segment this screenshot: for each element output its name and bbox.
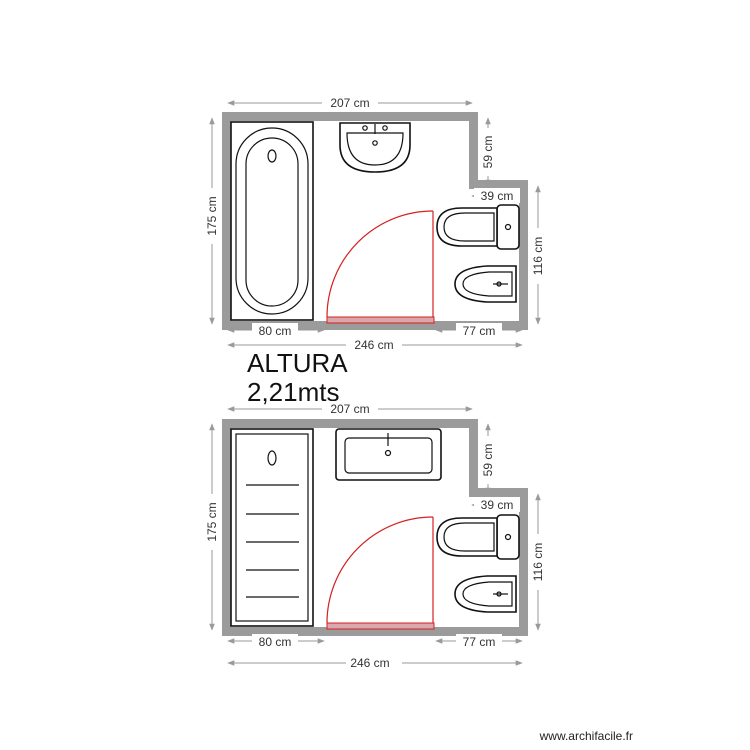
dim-notch-width: 39 cm: [481, 498, 514, 512]
site-credit[interactable]: www.archifacile.fr: [539, 729, 633, 743]
dim-overall-width: 246 cm: [354, 338, 393, 352]
dim-right-height: 116 cm: [531, 543, 545, 581]
dimension-labels: 207 cm 175 cm 59 cm 39 cm 116 cm 80 cm 7…: [204, 95, 546, 353]
bidet: [454, 265, 517, 303]
height-note-title: ALTURA: [247, 348, 348, 378]
dim-top-width: 207 cm: [330, 402, 369, 416]
height-note: ALTURA 2,21mts: [247, 348, 348, 407]
dim-right-height: 116 cm: [531, 237, 545, 275]
shower-tray: [230, 428, 314, 627]
dim-bottom-right: 77 cm: [463, 635, 496, 649]
dim-notch-width: 39 cm: [481, 189, 514, 203]
dim-top-width: 207 cm: [330, 96, 369, 110]
plan-with-shower: 207 cm 175 cm 59 cm 39 cm 116 cm 80 cm 7…: [204, 401, 546, 671]
washbasin: [339, 122, 411, 173]
dim-left-height: 175 cm: [205, 502, 219, 541]
dim-overall-width: 246 cm: [350, 656, 389, 670]
door-threshold: [326, 622, 435, 630]
bidet: [454, 575, 517, 613]
door-swing-arc: [326, 210, 434, 318]
door-threshold: [326, 316, 435, 324]
dim-notch-height: 59 cm: [481, 136, 495, 169]
toilet: [436, 204, 520, 250]
dimension-labels: 207 cm 175 cm 59 cm 39 cm 116 cm 80 cm 7…: [204, 401, 546, 671]
door-swing-arc: [326, 516, 434, 624]
toilet: [436, 514, 520, 560]
dim-notch-height: 59 cm: [481, 444, 495, 477]
dim-bottom-left: 80 cm: [259, 635, 292, 649]
bathtub: [230, 121, 314, 321]
dim-left-height: 175 cm: [205, 196, 219, 235]
washbasin: [335, 428, 442, 481]
dim-bottom-left: 80 cm: [259, 324, 292, 338]
plan-with-bathtub: 207 cm 175 cm 59 cm 39 cm 116 cm 80 cm 7…: [204, 95, 546, 353]
dim-bottom-right: 77 cm: [463, 324, 496, 338]
